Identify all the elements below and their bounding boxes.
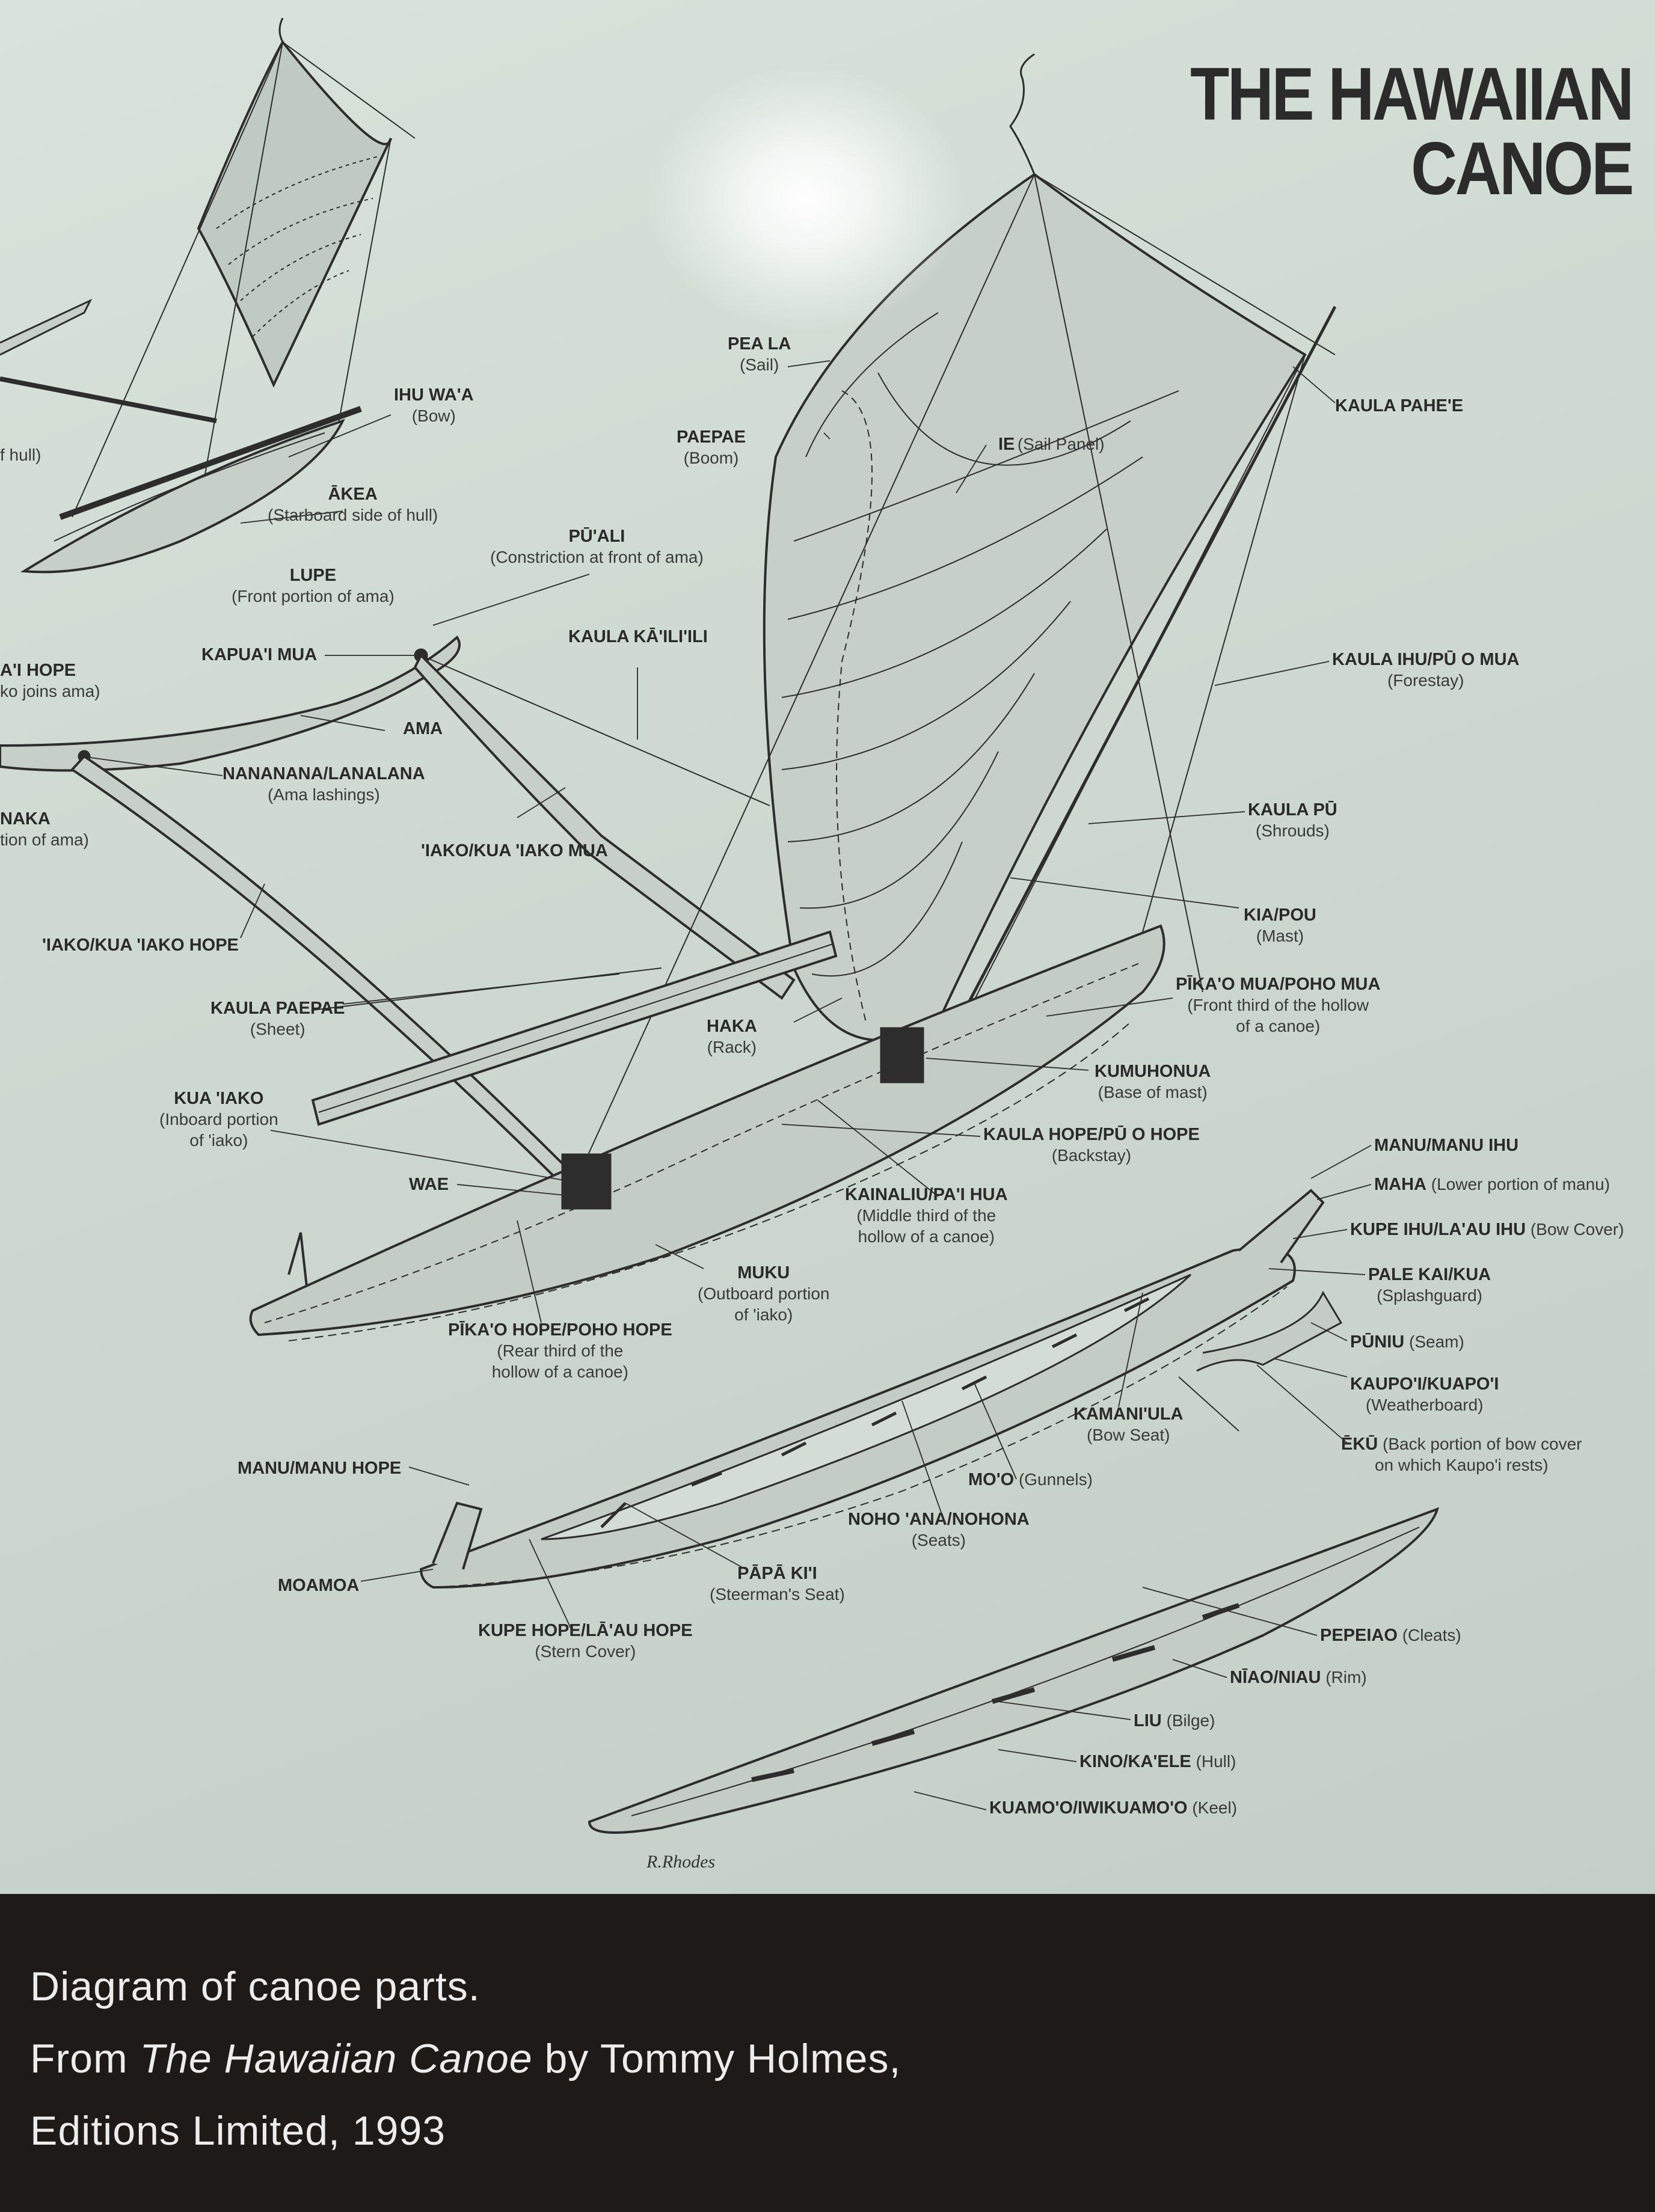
title-line-1: THE HAWAIIAN bbox=[1190, 53, 1634, 136]
label-paepae: PAEPAE (Boom) bbox=[677, 427, 746, 468]
caption-line-2: From The Hawaiian Canoe by Tommy Holmes, bbox=[30, 2036, 901, 2082]
label-kupe-hope: KUPE HOPE/LĀ'AU HOPE (Stern Cover) bbox=[478, 1621, 693, 1661]
label-kupe-ihu: KUPE IHU/LA'AU IHU (Bow Cover) bbox=[1350, 1220, 1624, 1239]
hull-drawing bbox=[588, 1507, 1440, 1834]
label-kia-pou: KIA/POU (Mast) bbox=[1244, 905, 1316, 946]
label-nanana: NANANANA/LANALANA (Ama lashings) bbox=[223, 764, 425, 804]
label-lupe: LUPE (Front portion of ama) bbox=[232, 566, 395, 606]
label-manu-ihu: MANU/MANU IHU bbox=[1374, 1136, 1519, 1155]
label-niao: NĪAO/NIAU (Rim) bbox=[1230, 1668, 1367, 1687]
museum-panel: THE HAWAIIAN CANOE IHU WA'A (Bow) f hull… bbox=[0, 0, 1655, 1894]
label-puniu: PŪNIU (Seam) bbox=[1350, 1332, 1464, 1352]
label-iako-hope: 'IAKO/KUA 'IAKO HOPE bbox=[42, 936, 239, 955]
label-kino: KINO/KA'ELE (Hull) bbox=[1079, 1752, 1236, 1771]
label-kuamoo: KUAMO'O/IWIKUAMO'O (Keel) bbox=[989, 1798, 1238, 1818]
label-kumuhonua: KUMUHONUA (Base of mast) bbox=[1095, 1062, 1211, 1102]
label-kaula-ihu: KAULA IHU/PŪ O MUA (Forestay) bbox=[1332, 650, 1520, 690]
label-kaula-paepae: KAULA PAEPAE (Sheet) bbox=[210, 999, 345, 1039]
label-kaupoi: KAUPO'I/KUAPO'I (Weatherboard) bbox=[1350, 1374, 1499, 1415]
label-hull-fragment: f hull) bbox=[0, 446, 41, 464]
label-pepeiao: PEPEIAO (Cleats) bbox=[1320, 1626, 1461, 1645]
leader-lines bbox=[90, 360, 1372, 1810]
label-ie: IE (Sail Panel) bbox=[998, 435, 1105, 454]
label-ihu-waa: IHU WA'A (Bow) bbox=[394, 385, 474, 426]
label-liu: LIU (Bilge) bbox=[1134, 1711, 1215, 1730]
label-pikao-hope: PĪKA'O HOPE/POHO HOPE (Rear third of the… bbox=[448, 1320, 672, 1381]
diagram-title: THE HAWAIIAN CANOE bbox=[1091, 53, 1634, 210]
label-kaula-hope: KAULA HOPE/PŪ O HOPE (Backstay) bbox=[983, 1125, 1200, 1165]
label-kainaliu: KAINALIU/PA'I HUA (Middle third of the h… bbox=[845, 1185, 1008, 1246]
label-iako-mua: 'IAKO/KUA 'IAKO MUA bbox=[421, 841, 608, 860]
small-canoe-drawing bbox=[0, 40, 416, 574]
caption-line-1: Diagram of canoe parts. bbox=[30, 1964, 481, 2009]
label-kamaniula: KAMANI'ULA (Bow Seat) bbox=[1073, 1405, 1184, 1445]
caption-line-3: Editions Limited, 1993 bbox=[30, 2108, 446, 2154]
label-kaula-pu: KAULA PŪ (Shrouds) bbox=[1248, 800, 1337, 841]
artist-signature: R.Rhodes bbox=[646, 1852, 716, 1872]
label-manu-hope: MANU/MANU HOPE bbox=[238, 1459, 402, 1478]
label-kaula-kaiili: KAULA KĀ'ILI'ILI bbox=[568, 627, 708, 646]
label-wae: WAE bbox=[409, 1175, 449, 1194]
label-puali: PŪ'ALI (Constriction at front of ama) bbox=[490, 527, 704, 567]
label-eku: ĒKŪ (Back portion of bow cover on which … bbox=[1341, 1435, 1582, 1475]
open-canoe-drawing bbox=[419, 1189, 1343, 1589]
label-kapuai-hope: A'I HOPE ko joins ama) bbox=[0, 661, 100, 701]
label-haka: HAKA (Rack) bbox=[707, 1017, 757, 1057]
label-kapuai-mua: KAPUA'I MUA bbox=[201, 645, 318, 664]
label-papa-kii: PĀPĀ KI'I (Steerman's Seat) bbox=[710, 1564, 845, 1604]
book-title: The Hawaiian Canoe bbox=[140, 2036, 533, 2082]
label-pale-kai: PALE KAI/KUA (Splashguard) bbox=[1368, 1265, 1491, 1305]
label-pikao-mua: PĪKA'O MUA/POHO MUA (Front third of the … bbox=[1176, 975, 1381, 1035]
label-naka: NAKA tion of ama) bbox=[0, 809, 89, 850]
label-ama: AMA bbox=[403, 719, 443, 738]
label-maha: MAHA (Lower portion of manu) bbox=[1374, 1175, 1610, 1194]
label-kua-iako: KUA 'IAKO (Inboard portion of 'iako) bbox=[159, 1089, 278, 1150]
canoe-diagram bbox=[0, 17, 1440, 1834]
title-line-2: CANOE bbox=[1411, 127, 1634, 210]
label-akea: ĀKEA (Starboard side of hull) bbox=[268, 485, 438, 525]
caption: Diagram of canoe parts. From The Hawaiia… bbox=[30, 1966, 901, 2183]
label-moamoa: MOAMOA bbox=[278, 1576, 360, 1595]
sailing-canoe-drawing bbox=[249, 17, 1337, 1341]
label-kaula-pahee: KAULA PAHE'E bbox=[1335, 396, 1464, 415]
label-pea-la: PEA LA (Sail) bbox=[728, 334, 791, 375]
label-noho-ana: NOHO 'ANA/NOHONA (Seats) bbox=[848, 1510, 1030, 1550]
label-muku: MUKU (Outboard portion of 'iako) bbox=[698, 1263, 830, 1324]
label-moo: MO'O (Gunnels) bbox=[968, 1470, 1093, 1489]
